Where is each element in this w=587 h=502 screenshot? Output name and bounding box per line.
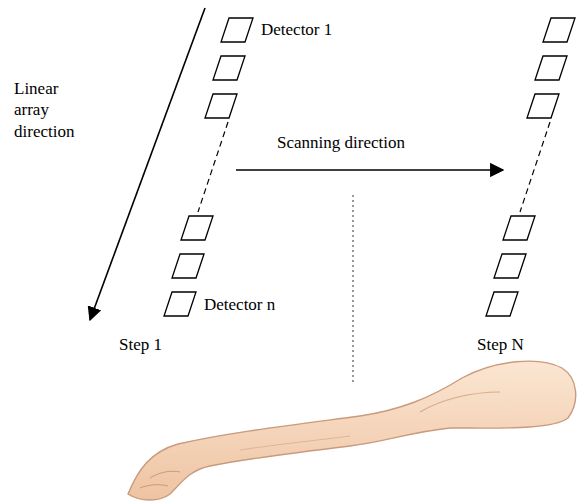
detector-element: [172, 254, 204, 278]
step-label: Step N: [477, 334, 524, 355]
array-continuation: [198, 122, 228, 212]
detector-label: Detector 1: [261, 19, 332, 40]
detector-element: [527, 94, 559, 118]
detector-element: [221, 18, 253, 42]
step-label: Step 1: [119, 334, 162, 355]
detector-element: [494, 254, 526, 278]
array-direction-arrow: [90, 8, 205, 320]
axis-label: Scanning direction: [277, 132, 405, 153]
detector-element: [486, 292, 518, 316]
divider-line: [352, 195, 353, 382]
detector-element: [205, 94, 237, 118]
detector-label: Detector n: [204, 294, 275, 315]
detector-element: [164, 292, 196, 316]
scanning-arrow: [236, 169, 503, 171]
detector-element: [181, 216, 213, 240]
arm-illustration: [128, 361, 576, 500]
detector-arrays: [164, 18, 575, 316]
detector-element: [503, 216, 535, 240]
detector-element: [543, 18, 575, 42]
detector-element: [213, 56, 245, 80]
detector-element: [535, 56, 567, 80]
array-continuation: [520, 122, 550, 212]
axis-label: Linear array direction: [14, 78, 92, 142]
